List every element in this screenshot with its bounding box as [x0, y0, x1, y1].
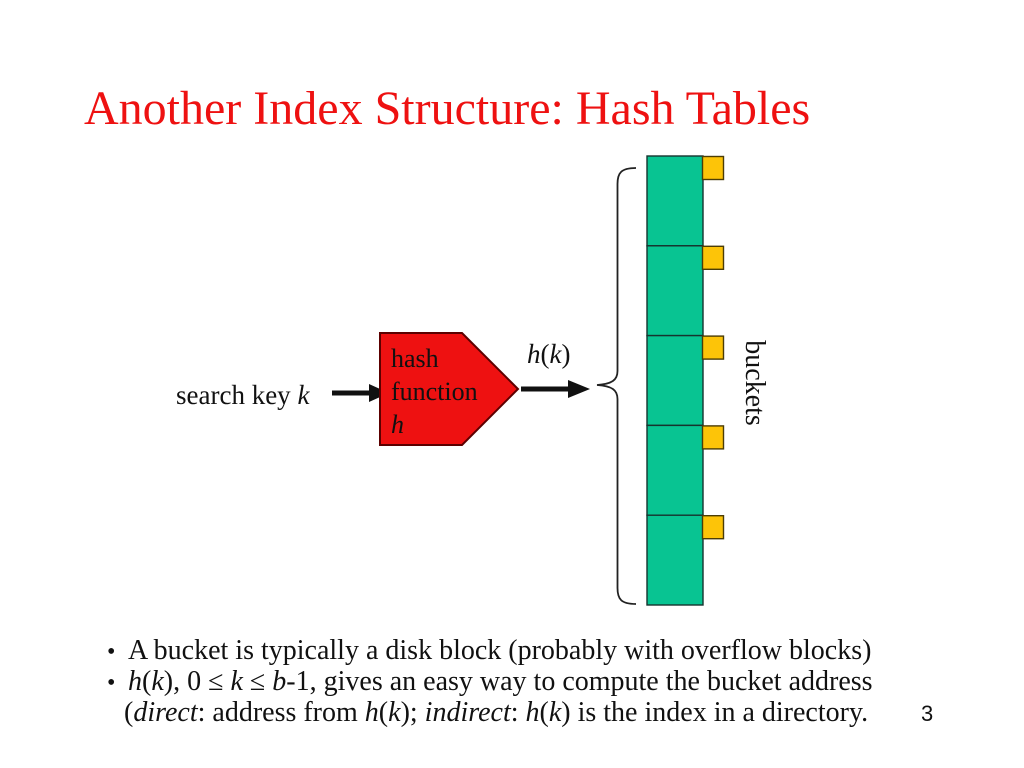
page-number: 3 — [921, 701, 934, 726]
slide-title: Another Index Structure: Hash Tables — [84, 82, 811, 135]
bucket-row — [646, 245, 725, 337]
bullet-marker: • — [107, 639, 116, 665]
bucket-row — [646, 514, 725, 606]
bullet-item: (direct: address from h(k); indirect: h(… — [124, 697, 868, 729]
bucket-pointer — [701, 155, 725, 181]
search-key-label: search key k — [176, 380, 310, 410]
hash-function-label-line2: function — [391, 377, 478, 406]
hk-arrow — [521, 380, 590, 398]
bullet-text: h(k), 0 ≤ k ≤ b-1, gives an easy way to … — [128, 666, 873, 697]
bullet-text: A bucket is typically a disk block (prob… — [128, 635, 872, 666]
hash-function-shape — [379, 332, 520, 446]
bucket-row — [646, 424, 725, 516]
bucket-pointer — [701, 335, 725, 360]
bullet-text: (direct: address from h(k); indirect: h(… — [124, 697, 869, 728]
bucket-pointer — [701, 425, 725, 450]
bullet-item: • h(k), 0 ≤ k ≤ b-1, gives an easy way t… — [107, 666, 873, 698]
hash-function-label-line1: hash — [391, 344, 439, 373]
bullet-item: • A bucket is typically a disk block (pr… — [107, 635, 871, 667]
bucket-pointer — [701, 515, 725, 540]
hk-output-label: h(k) — [527, 339, 571, 369]
bucket-pointer — [701, 245, 725, 271]
hash-function-label: hash function h — [391, 342, 478, 441]
bucket-column — [646, 155, 725, 606]
bucket-brace — [596, 167, 637, 605]
buckets-label: buckets — [739, 340, 770, 426]
hash-function-label-line3: h — [391, 410, 404, 439]
bullet-marker: • — [107, 670, 116, 696]
bucket-row — [646, 334, 725, 427]
bucket-row — [646, 155, 725, 247]
